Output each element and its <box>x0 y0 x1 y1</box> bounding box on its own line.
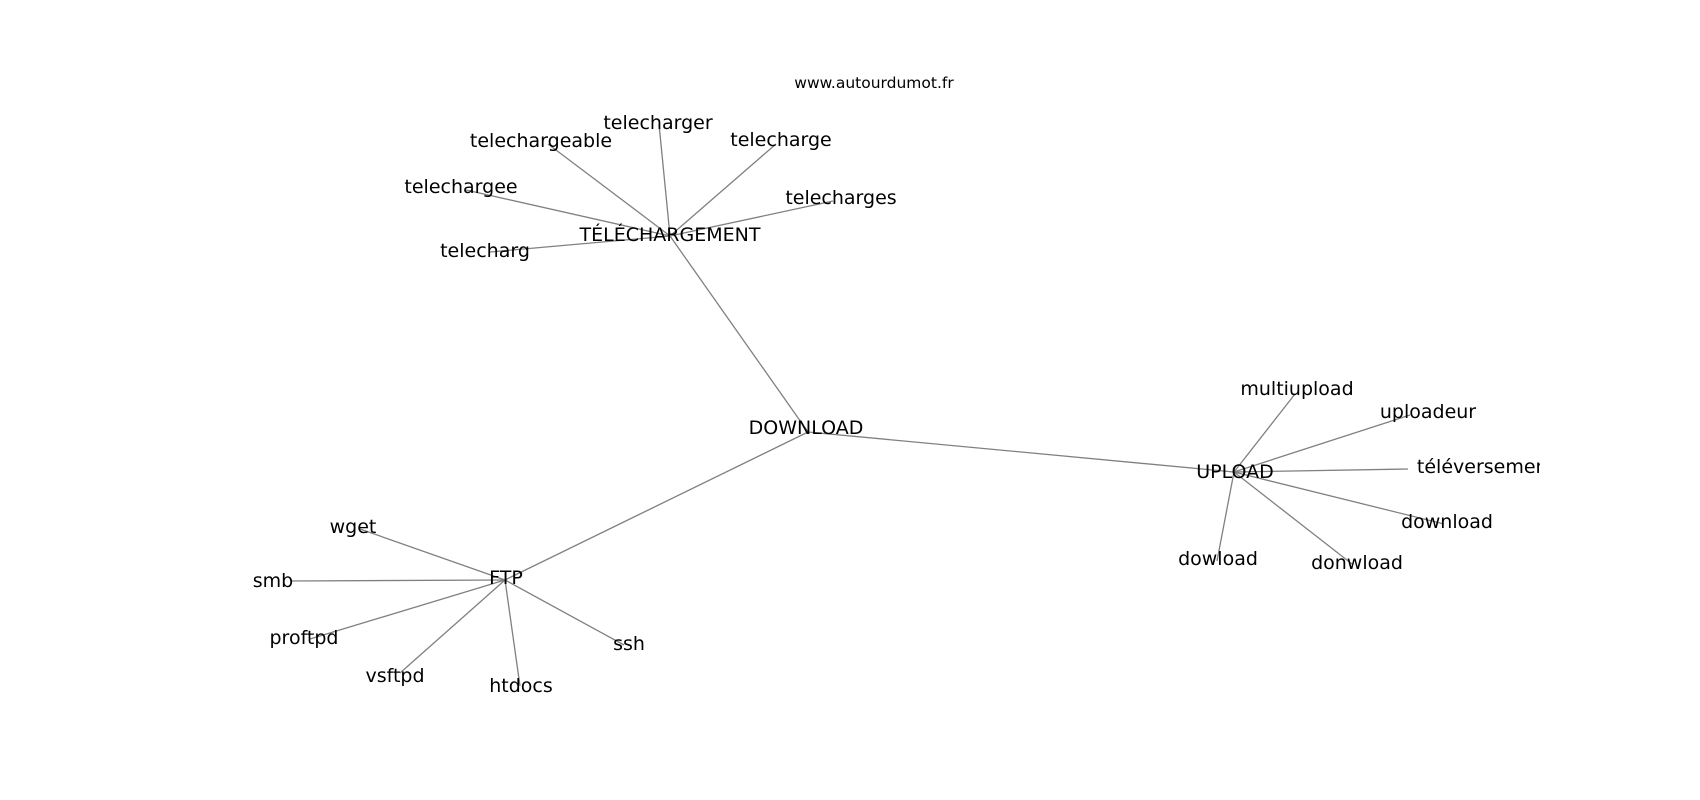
node-telecharg[interactable]: telecharg <box>440 240 530 262</box>
node-proftpd[interactable]: proftpd <box>269 627 338 649</box>
node-telechargee[interactable]: telechargee <box>404 176 517 198</box>
node-ssh[interactable]: ssh <box>613 633 645 655</box>
node-dowload[interactable]: dowload <box>1178 548 1258 570</box>
edge-upload-download_lower <box>1233 471 1445 525</box>
edge-upload-uploadeur <box>1233 414 1411 473</box>
edge-layer <box>289 123 1445 687</box>
edge-ftp-proftpd <box>309 579 506 640</box>
edge-download-telechargement <box>669 235 809 433</box>
edge-download-upload <box>807 431 1235 473</box>
node-telecharger[interactable]: telecharger <box>603 112 712 134</box>
site-watermark: www.autourdumot.fr <box>794 74 954 92</box>
edge-download-ftp <box>504 431 809 581</box>
node-vsftpd[interactable]: vsftpd <box>365 665 424 687</box>
node-telecharges[interactable]: telecharges <box>785 187 896 209</box>
label-layer: DOWNLOAD TÉLÉCHARGEMENT UPLOAD FTP telecharg… <box>253 112 1555 697</box>
edge-telechargement-telecharger <box>658 123 671 237</box>
node-multiupload[interactable]: multiupload <box>1240 378 1353 400</box>
edge-telechargement-telecharge <box>669 143 777 237</box>
edge-upload-dowload <box>1216 471 1235 562</box>
edge-upload-donwload <box>1233 471 1353 565</box>
node-telechargeable[interactable]: telechargeable <box>470 130 612 152</box>
node-upload[interactable]: UPLOAD <box>1196 461 1274 483</box>
edge-upload-televersement <box>1233 468 1409 473</box>
edge-telechargement-telechargeable <box>547 143 671 237</box>
node-htdocs[interactable]: htdocs <box>489 675 553 697</box>
edge-ftp-smb <box>289 579 506 582</box>
edge-ftp-wget <box>359 528 506 581</box>
node-donwload[interactable]: donwload <box>1311 552 1403 574</box>
edge-telechargement-telecharg <box>489 235 671 253</box>
edge-ftp-vsftpd <box>399 579 506 674</box>
node-download[interactable]: DOWNLOAD <box>749 417 864 439</box>
node-telecharge[interactable]: telecharge <box>730 129 831 151</box>
node-uploadeur[interactable]: uploadeur <box>1380 401 1476 423</box>
edge-ftp-htdocs <box>504 579 521 687</box>
node-download-lower[interactable]: download <box>1401 511 1493 533</box>
node-smb[interactable]: smb <box>253 570 293 592</box>
edge-telechargement-telecharges <box>669 200 834 237</box>
node-televersement[interactable]: téléversement <box>1417 456 1555 478</box>
node-wget[interactable]: wget <box>330 516 377 538</box>
edge-telechargement-telechargee <box>465 189 671 237</box>
node-telechargement[interactable]: TÉLÉCHARGEMENT <box>579 223 761 246</box>
node-ftp[interactable]: FTP <box>489 567 523 589</box>
edge-ftp-ssh <box>504 579 625 646</box>
edge-upload-multiupload <box>1233 393 1296 473</box>
